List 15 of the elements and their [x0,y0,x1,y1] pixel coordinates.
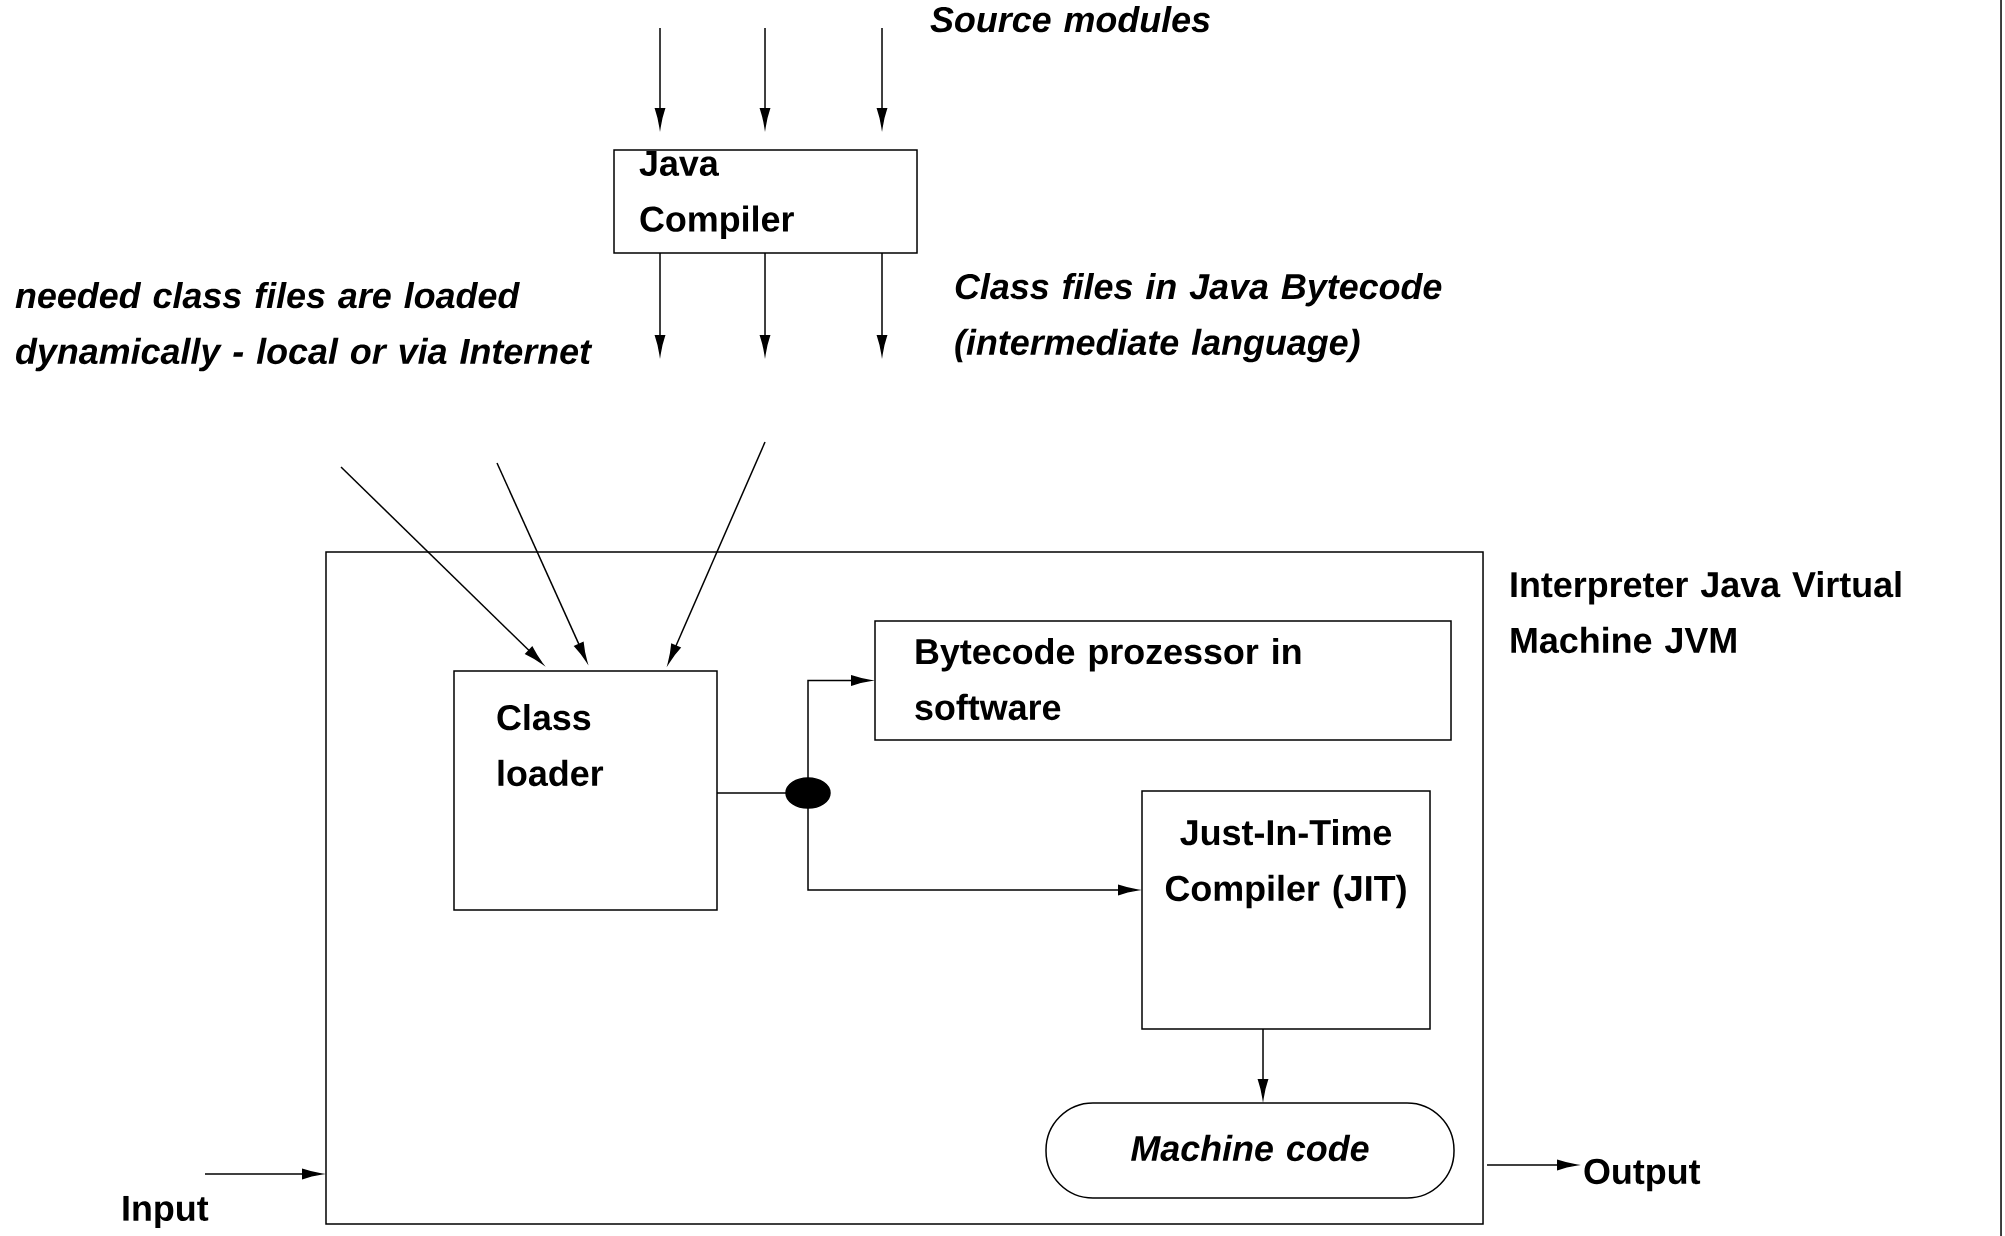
node-label: Interpreter Java Virtual Machine JVM [1511,571,1901,654]
arrow [667,441,766,664]
text-label: Output [1584,1158,1701,1192]
machine-code-box: Machine code [1045,1102,1455,1199]
arrow [807,807,1138,896]
arrow [204,1168,322,1180]
process-box: Bytecode prozessor in software [874,620,1452,741]
text-label: Source modules [930,6,1210,33]
junction-dot [785,777,831,809]
text-label: Input [123,1195,209,1229]
jit-compiler-box: Just-In-Time Compiler (JIT) [1141,790,1431,1030]
compiler-box: Java Compiler [613,149,918,254]
text-label: needed class files are loaded dynamically - local or via Internet [15,282,593,372]
text-label: Class files in Java Bytecode (intermediate language) [955,273,1442,363]
class-loader-box: Class loader [453,670,718,911]
